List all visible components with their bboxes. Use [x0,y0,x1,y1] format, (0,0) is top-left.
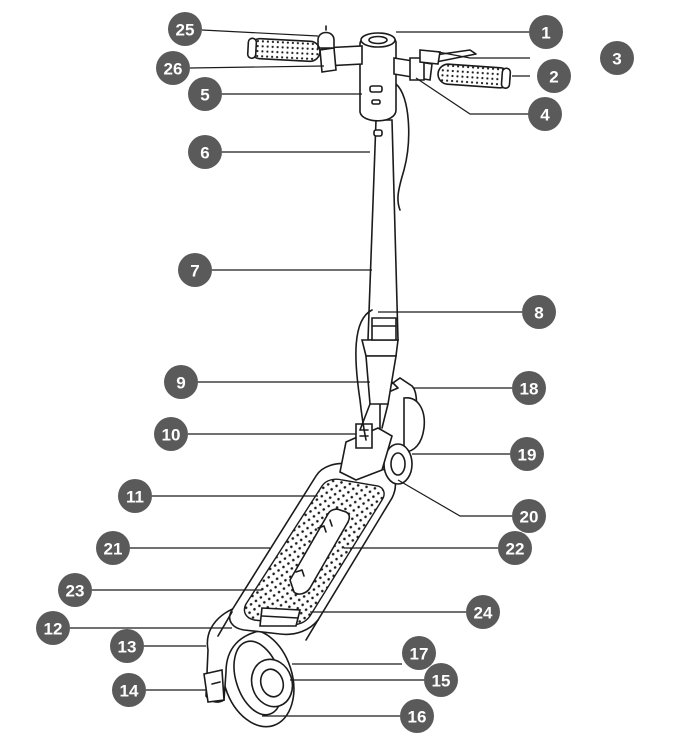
callout-5-label: 5 [200,86,209,105]
leader-lines [70,29,530,717]
handlebar-head [317,25,477,137]
callout-17-label: 17 [410,645,429,664]
callout-5: 5 [188,77,222,111]
callout-1-label: 1 [541,24,550,43]
callout-26-label: 26 [164,60,183,79]
callout-24-label: 24 [474,604,493,623]
right-grip [437,63,512,90]
callout-3-label: 3 [612,50,621,69]
callout-21: 21 [96,531,130,565]
callout-22-label: 22 [506,540,525,559]
callout-25: 25 [168,12,202,46]
callout-7-label: 7 [190,262,199,281]
callout-9-label: 9 [176,374,185,393]
callout-18: 18 [512,371,546,405]
callout-26: 26 [156,51,190,85]
callout-6-label: 6 [200,144,209,163]
callout-20: 20 [512,499,546,533]
callout-16: 16 [400,699,434,733]
callout-10: 10 [154,417,188,451]
callout-3: 3 [600,41,634,75]
callout-7: 7 [178,253,212,287]
callout-19-label: 19 [518,446,537,465]
callout-11: 11 [118,479,152,513]
callout-23: 23 [58,573,92,607]
stem [355,83,410,441]
scooter-illustration [203,25,512,728]
callout-15: 15 [424,663,458,697]
deck [217,462,397,641]
callout-21-label: 21 [104,540,123,559]
callout-9: 9 [164,365,198,399]
callout-12-label: 12 [44,620,63,639]
callout-4: 4 [528,97,562,131]
callout-1: 1 [529,15,563,49]
callout-8: 8 [522,295,556,329]
front-assembly [339,377,426,485]
callout-12: 12 [36,611,70,645]
callout-22: 22 [498,531,532,565]
callout-11-label: 11 [126,488,144,507]
callout-20-label: 20 [520,508,539,527]
callout-25-label: 25 [176,21,195,40]
callout-16-label: 16 [408,708,427,727]
callout-10-label: 10 [162,426,181,445]
callout-14-label: 14 [120,682,139,701]
callout-23-label: 23 [66,582,85,601]
callout-8-label: 8 [534,304,543,323]
callout-17: 17 [402,636,436,670]
rear-wheel [221,628,295,728]
callout-18-label: 18 [520,380,539,399]
callout-2: 2 [537,59,571,93]
left-grip [246,37,321,63]
callout-13-label: 13 [118,638,137,657]
callout-13: 13 [110,629,144,663]
callout-15-label: 15 [432,672,451,691]
callout-19: 19 [510,437,544,471]
callout-24: 24 [466,595,500,629]
callout-6: 6 [188,135,222,169]
callout-2-label: 2 [549,68,558,87]
callout-14: 14 [112,673,146,707]
callouts: 1 2 3 4 5 6 7 8 9 10 11 12 13 14 15 16 1… [36,12,634,733]
callout-4-label: 4 [540,106,550,125]
